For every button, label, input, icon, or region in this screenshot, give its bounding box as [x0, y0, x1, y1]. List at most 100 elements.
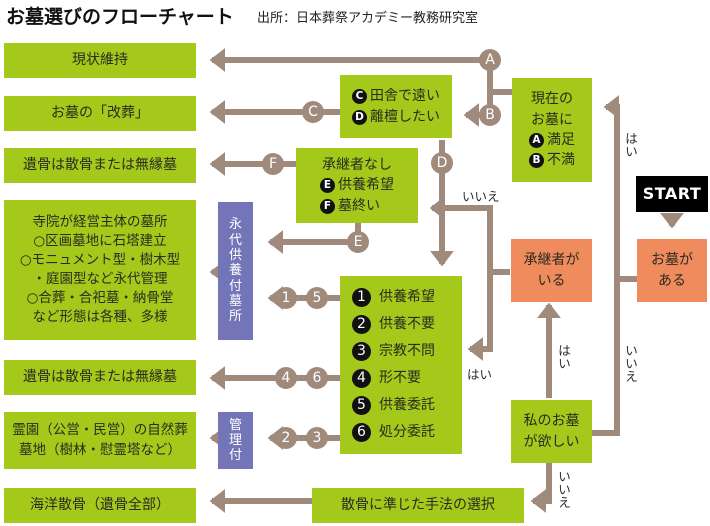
- edge-label-successor-yes: はい: [467, 367, 493, 382]
- outcome-ocean-text: 海洋散骨（遺骨全部）: [30, 497, 170, 514]
- outcome-scatter-1-text: 遺骨は散骨または無縁墓: [23, 157, 177, 174]
- has-successor-line-2: いる: [537, 272, 566, 289]
- has-grave-line-2: ある: [658, 272, 686, 289]
- reason-C-text: 田舎で遠い: [370, 88, 440, 105]
- connector-node-A: A: [479, 49, 501, 71]
- has-grave-line-1: お墓が: [651, 252, 693, 269]
- num-badge-3: 3: [352, 342, 371, 361]
- outcome-keep: 現状維持: [4, 43, 196, 78]
- connector-node-6: 6: [306, 367, 328, 389]
- outcome-keep-text: 現状維持: [72, 52, 128, 69]
- option-F-text: 墓終い: [338, 197, 380, 214]
- wish-1-text: 供養希望: [379, 289, 435, 305]
- decision-scatter-like-method: 散骨に準じた手法の選択: [312, 488, 524, 523]
- current-grave-line-1: 現在の: [531, 91, 573, 108]
- arrow-successor-no: [429, 196, 510, 275]
- wish-5: 5 供養委託: [352, 392, 435, 419]
- category-eitai-kuyou: 永代供養付墓所: [218, 202, 253, 340]
- temple-line-2: ○区画墓地に石塔建立: [33, 232, 167, 249]
- connector-node-F: F: [262, 153, 284, 175]
- badge-C: C: [352, 89, 367, 105]
- temple-line-4: ・庭園型など永代管理: [32, 271, 168, 287]
- option-E-text: 供養希望: [338, 177, 394, 194]
- reason-D-text: 離檀したい: [370, 108, 440, 125]
- no-successor-title: 承継者なし: [322, 157, 392, 174]
- question-has-successor: 承継者が いる: [511, 239, 592, 302]
- temple-line-6: など形態は各種、多様: [32, 309, 168, 326]
- badge-B: B: [529, 153, 544, 169]
- outcome-scatter-or-muen-2: 遺骨は散骨または無縁墓: [4, 360, 196, 395]
- source-credit: 出所：日本葬祭アカデミー教務研究室: [257, 11, 479, 26]
- option-B-text: 不満: [547, 152, 575, 169]
- outcome-relocate-text: お墓の「改葬」: [51, 105, 149, 122]
- wish-3-text: 宗教不問: [379, 343, 435, 359]
- has-successor-line-1: 承継者が: [523, 252, 580, 269]
- edge-label-want-yes: はい: [558, 343, 571, 372]
- current-grave-line-2: お墓に: [531, 111, 573, 128]
- outcome-ocean-scatter: 海洋散骨（遺骨全部）: [4, 488, 196, 523]
- wish-1: 1 供養希望: [352, 284, 435, 311]
- temple-line-3: ○モニュメント型・樹木型: [19, 251, 181, 268]
- edge-label-successor-no: いいえ: [462, 189, 500, 204]
- num-badge-5: 5: [352, 396, 371, 415]
- num-badge-2: 2: [352, 315, 371, 334]
- start-label: START: [642, 184, 702, 204]
- scatter-like-text: 散骨に準じた手法の選択: [341, 497, 495, 514]
- arrow-has-grave-yes: [603, 95, 640, 282]
- connector-node-3: 3: [306, 427, 328, 449]
- wish-4: 4 形不要: [352, 365, 435, 392]
- temple-line-1: 寺院が経営主体の墓所: [32, 213, 168, 230]
- outcome-relocate: お墓の「改葬」: [4, 96, 196, 131]
- option-A-text: 満足: [547, 132, 575, 148]
- category-eitai-label: 永代供養付墓所: [228, 217, 242, 325]
- connector-node-C: C: [302, 101, 324, 123]
- want-grave-line-2: が欲しい: [523, 433, 580, 450]
- outcome-temple-graves: 寺院が経営主体の墓所 ○区画墓地に石塔建立 ○モニュメント型・樹木型 ・庭園型な…: [4, 200, 196, 340]
- wish-2-text: 供養不要: [379, 316, 435, 332]
- badge-D: D: [352, 109, 367, 125]
- edge-label-want-no: いいえ: [558, 469, 571, 511]
- connector-node-1: 1: [275, 287, 297, 309]
- natural-line-2: 墓地（樹林・慰霊塔など）: [19, 441, 181, 458]
- want-grave-line-1: 私のお墓: [523, 413, 580, 430]
- temple-line-5: ○合葬・合祀墓・納骨堂: [26, 290, 174, 307]
- connector-node-2: 2: [275, 427, 297, 449]
- num-badge-6: 6: [352, 423, 371, 442]
- edge-label-has-grave-no: いいえ: [625, 343, 638, 385]
- wish-5-text: 供養委託: [379, 397, 435, 413]
- wish-4-text: 形不要: [379, 370, 421, 386]
- connector-node-B: B: [479, 104, 501, 126]
- badge-E: E: [320, 178, 335, 194]
- wish-2: 2 供養不要: [352, 311, 435, 338]
- natural-line-1: 霊園（公営・民営）の自然葬: [12, 421, 188, 438]
- arrow-want-no: [530, 462, 552, 513]
- wish-6: 6 処分委託: [352, 419, 435, 446]
- arrow-E-eitai: [267, 222, 361, 254]
- num-badge-1: 1: [352, 288, 371, 307]
- arrow-successor-yes: [467, 272, 493, 361]
- connector-node-D: D: [431, 152, 453, 174]
- connector-node-4: 4: [275, 367, 297, 389]
- connector-node-E: E: [347, 231, 369, 253]
- decision-wishes-list: 1 供養希望 2 供養不要 3 宗教不問 4 形不要 5 供養委託 6 処分委託: [340, 276, 462, 454]
- wish-3: 3 宗教不問: [352, 338, 435, 365]
- page-title: お墓選びのフローチャート: [6, 6, 234, 28]
- outcome-natural-burial: 霊園（公営・民営）の自然葬 墓地（樹林・慰霊塔など）: [4, 412, 196, 469]
- question-want-own-grave: 私のお墓 が欲しい: [511, 400, 592, 463]
- num-badge-4: 4: [352, 369, 371, 388]
- edge-label-has-grave-yes: はい: [625, 131, 638, 160]
- wish-6-text: 処分委託: [379, 424, 435, 440]
- category-kanri-label: 管理付: [228, 417, 242, 464]
- category-kanri: 管理付: [218, 412, 253, 469]
- outcome-scatter-2-text: 遺骨は散骨または無縁墓: [23, 369, 177, 386]
- badge-A: A: [529, 133, 544, 148]
- outcome-scatter-or-muen-1: 遺骨は散骨または無縁墓: [4, 148, 196, 183]
